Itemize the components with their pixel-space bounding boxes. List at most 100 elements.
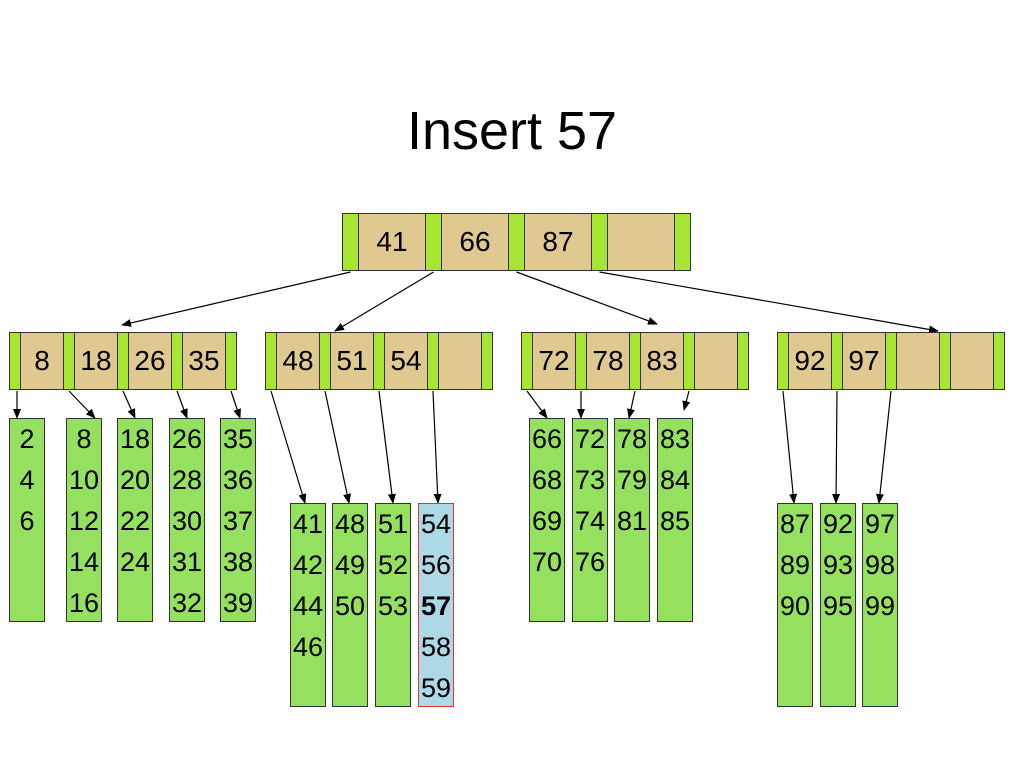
pointer-arrow bbox=[378, 390, 396, 504]
leaf-node: 35 36 37 38 39 bbox=[220, 418, 256, 622]
pointer-slot bbox=[993, 332, 1005, 390]
leaf-value: 37 bbox=[222, 506, 254, 536]
leaf-value: 74 bbox=[574, 506, 606, 536]
leaf-value: 70 bbox=[531, 547, 563, 577]
leaf-value: 90 bbox=[779, 591, 811, 621]
leaf-value: 22 bbox=[119, 506, 151, 536]
key-cell bbox=[694, 332, 738, 390]
pointer-arrow bbox=[516, 271, 658, 325]
leaf-value: 59 bbox=[420, 673, 452, 703]
leaf-value: 20 bbox=[119, 465, 151, 495]
leaf-value: 2 bbox=[19, 424, 35, 454]
leaf-value: 31 bbox=[171, 547, 203, 577]
leaf-value: 84 bbox=[659, 465, 691, 495]
leaf-value: 85 bbox=[659, 506, 691, 536]
key-cell: 54 bbox=[384, 332, 428, 390]
key-cell: 78 bbox=[586, 332, 630, 390]
leaf-value: 56 bbox=[420, 550, 452, 580]
leaf-value: 72 bbox=[574, 424, 606, 454]
leaf-node: 18 20 22 24 bbox=[117, 418, 153, 622]
pointer-arrow bbox=[121, 271, 351, 327]
pointer-slot bbox=[425, 213, 442, 271]
pointer-slot bbox=[508, 213, 525, 271]
leaf-node: 83 84 85 bbox=[657, 418, 693, 622]
key-cell: 41 bbox=[358, 213, 426, 271]
leaf-node: 87 89 90 bbox=[777, 503, 813, 707]
key-cell: 97 bbox=[842, 332, 886, 390]
leaf-value: 99 bbox=[864, 591, 896, 621]
leaf-value: 16 bbox=[68, 588, 100, 618]
pointer-slot bbox=[737, 332, 749, 390]
pointer-arrow bbox=[875, 390, 892, 504]
leaf-value: 10 bbox=[68, 465, 100, 495]
pointer-arrow bbox=[176, 390, 188, 419]
key-cell bbox=[896, 332, 940, 390]
key-cell: 8 bbox=[20, 332, 64, 390]
leaf-value: 24 bbox=[119, 547, 151, 577]
pointer-arrow bbox=[230, 390, 241, 419]
leaf-value: 28 bbox=[171, 465, 203, 495]
key-cell: 72 bbox=[532, 332, 576, 390]
pointer-arrow bbox=[627, 390, 636, 419]
key-cell: 92 bbox=[788, 332, 832, 390]
pointer-slot bbox=[342, 213, 359, 271]
pointer-arrow bbox=[334, 271, 434, 332]
key-cell: 35 bbox=[182, 332, 226, 390]
pointer-arrow bbox=[832, 390, 841, 504]
leaf-value: 42 bbox=[292, 550, 324, 580]
key-cell bbox=[607, 213, 675, 271]
leaf-value: 36 bbox=[222, 465, 254, 495]
leaf-value: 76 bbox=[574, 547, 606, 577]
leaf-value: 44 bbox=[292, 591, 324, 621]
pointer-slot bbox=[481, 332, 493, 390]
leaf-value: 49 bbox=[334, 550, 366, 580]
leaf-value: 35 bbox=[222, 424, 254, 454]
leaf-value: 32 bbox=[171, 588, 203, 618]
leaf-value: 18 bbox=[119, 424, 151, 454]
leaf-value: 79 bbox=[616, 465, 648, 495]
leaf-value: 38 bbox=[222, 547, 254, 577]
pointer-arrow bbox=[122, 390, 136, 419]
leaf-node: 78 79 81 bbox=[614, 418, 650, 622]
leaf-value: 12 bbox=[68, 506, 100, 536]
pointer-slot bbox=[674, 213, 691, 271]
key-cell: 48 bbox=[276, 332, 320, 390]
leaf-value: 53 bbox=[377, 591, 409, 621]
leaf-value: 83 bbox=[659, 424, 691, 454]
leaf-value: 39 bbox=[222, 588, 254, 618]
pointer-arrow bbox=[599, 271, 939, 334]
inserted-value: 57 bbox=[420, 591, 452, 621]
leaf-value: 92 bbox=[822, 509, 854, 539]
leaf-value: 97 bbox=[864, 509, 896, 539]
leaf-value: 87 bbox=[779, 509, 811, 539]
key-cell: 83 bbox=[640, 332, 684, 390]
pointer-arrow bbox=[782, 390, 798, 504]
leaf-value: 41 bbox=[292, 509, 324, 539]
key-cell: 26 bbox=[128, 332, 172, 390]
key-cell: 51 bbox=[330, 332, 374, 390]
leaf-value: 14 bbox=[68, 547, 100, 577]
pointer-arrow bbox=[432, 390, 442, 504]
key-cell bbox=[438, 332, 482, 390]
leaf-value: 51 bbox=[377, 509, 409, 539]
leaf-value: 81 bbox=[616, 506, 648, 536]
leaf-value: 89 bbox=[779, 550, 811, 580]
key-cell: 18 bbox=[74, 332, 118, 390]
leaf-value: 26 bbox=[171, 424, 203, 454]
leaf-value: 93 bbox=[822, 550, 854, 580]
leaf-value: 54 bbox=[420, 509, 452, 539]
page-title: Insert 57 bbox=[406, 101, 618, 161]
pointer-arrow bbox=[270, 390, 307, 504]
leaf-value: 4 bbox=[19, 465, 35, 495]
leaf-value: 78 bbox=[616, 424, 648, 454]
